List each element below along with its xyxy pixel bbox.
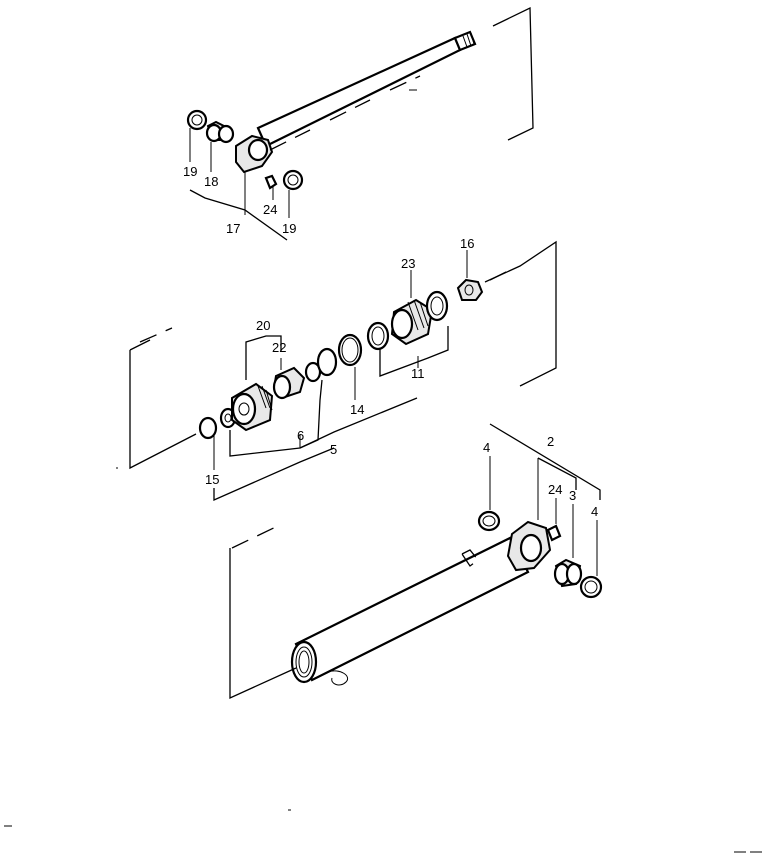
bushing-3 xyxy=(553,558,583,588)
callout-19: 19 xyxy=(282,221,296,236)
tube-eye xyxy=(506,520,552,572)
seal-ring-4-left xyxy=(477,510,501,532)
callout-23: 23 xyxy=(401,256,415,271)
callout-16: 16 xyxy=(460,236,474,251)
seal-ring-4-right xyxy=(579,575,603,599)
callout-2: 2 xyxy=(547,434,554,449)
seal-ring-11 xyxy=(366,321,390,351)
bushing-22 xyxy=(272,366,306,400)
callout-3: 3 xyxy=(569,488,576,503)
cylinder-tube-2 xyxy=(290,536,530,686)
callout-22: 22 xyxy=(272,340,286,355)
callout-11: 11 xyxy=(411,366,425,381)
callout-5: 5 xyxy=(330,442,337,457)
callout-14: 14 xyxy=(350,402,364,417)
nut-16 xyxy=(456,278,484,301)
callout-4: 4 xyxy=(483,440,490,455)
callout-6: 6 xyxy=(297,428,304,443)
snap-ring-15 xyxy=(198,416,218,440)
callout-4: 4 xyxy=(591,504,598,519)
grease-nipple-24-top xyxy=(264,174,278,190)
callout-24: 24 xyxy=(263,202,277,217)
seal-ring-19-right xyxy=(282,169,304,191)
callout-20: 20 xyxy=(256,318,270,333)
piston-rod xyxy=(256,30,477,148)
packing-23 xyxy=(390,298,434,346)
scan-artifacts xyxy=(4,467,762,853)
o-ring-mid xyxy=(316,347,338,377)
piston-head-20 xyxy=(231,382,274,432)
bushing-18 xyxy=(205,120,235,144)
callout-15: 15 xyxy=(205,472,219,487)
seal-ring-19-left xyxy=(186,109,208,131)
piston-rod-assembly: 19 18 17 24 19 xyxy=(183,6,534,241)
seal-ring-11-right xyxy=(425,290,449,322)
callout-18: 18 xyxy=(204,174,218,189)
piston-assembly: 16 23 20 22 11 14 6 5 15 xyxy=(129,236,557,501)
cylinder-tube-assembly: 4 2 24 3 4 xyxy=(229,423,603,700)
rod-eye-17 xyxy=(235,134,274,174)
callout-17: 17 xyxy=(226,221,240,236)
callout-19: 19 xyxy=(183,164,197,179)
grease-nipple-24 xyxy=(546,524,562,542)
backup-ring-14 xyxy=(337,333,363,367)
callout-24: 24 xyxy=(548,482,562,497)
